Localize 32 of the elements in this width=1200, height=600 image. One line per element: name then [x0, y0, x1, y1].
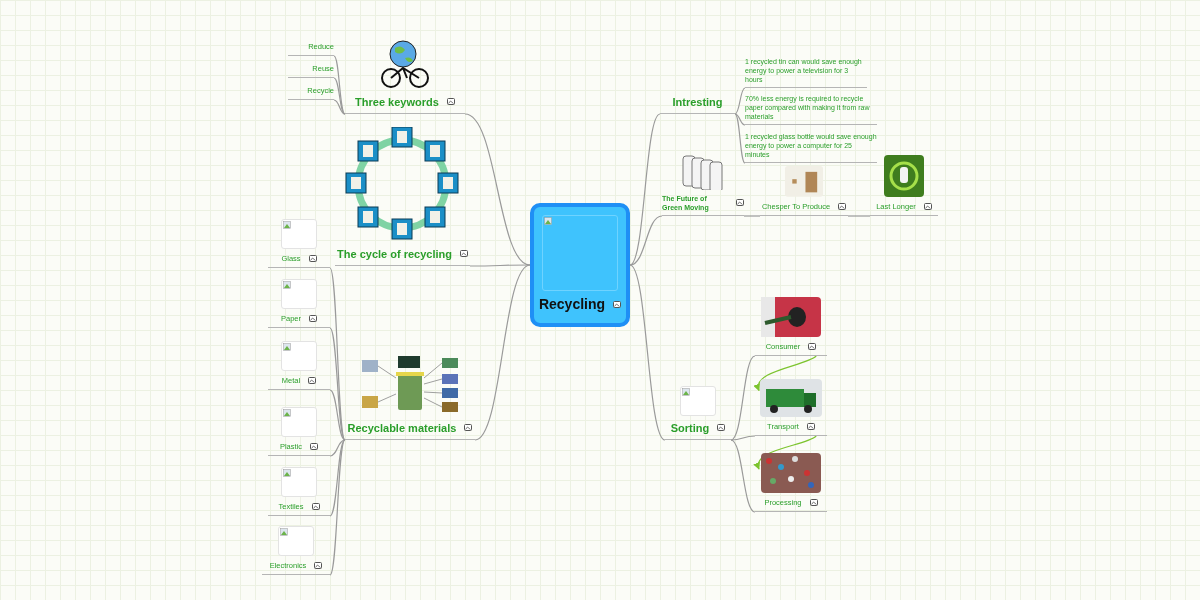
branch-line — [333, 99, 346, 115]
branch-line — [629, 264, 666, 441]
branch-line — [734, 113, 746, 164]
topic-label: Sorting — [670, 420, 710, 436]
topic-label: The cycle of recycling — [337, 246, 452, 262]
topic-label: Recyclable materials — [347, 420, 457, 436]
branch-line — [730, 435, 756, 441]
branch-line — [847, 215, 871, 217]
branch-line — [730, 355, 756, 441]
topic-node — [755, 296, 827, 356]
branch-line — [730, 439, 756, 513]
branch-line — [333, 77, 346, 115]
branch-line — [629, 113, 661, 266]
branch-line — [734, 87, 746, 115]
topic-label: Three keywords — [355, 94, 439, 110]
branch-line — [329, 327, 346, 441]
branch-line — [469, 264, 531, 267]
topic-label: Intresting — [672, 94, 723, 110]
topic-label: Recycling — [538, 295, 606, 314]
central-topic-box — [530, 203, 630, 327]
branch-line — [329, 439, 346, 457]
branch-line — [734, 113, 746, 126]
relationship-arrow — [754, 355, 817, 392]
branch-line — [329, 439, 346, 517]
branch-line — [329, 439, 346, 576]
branch-line — [743, 215, 761, 217]
branch-line — [474, 264, 531, 441]
branch-line — [629, 215, 663, 266]
topic-node — [760, 166, 848, 216]
topic-node — [660, 96, 735, 114]
topic-node — [335, 124, 470, 266]
branch-line — [329, 389, 346, 441]
